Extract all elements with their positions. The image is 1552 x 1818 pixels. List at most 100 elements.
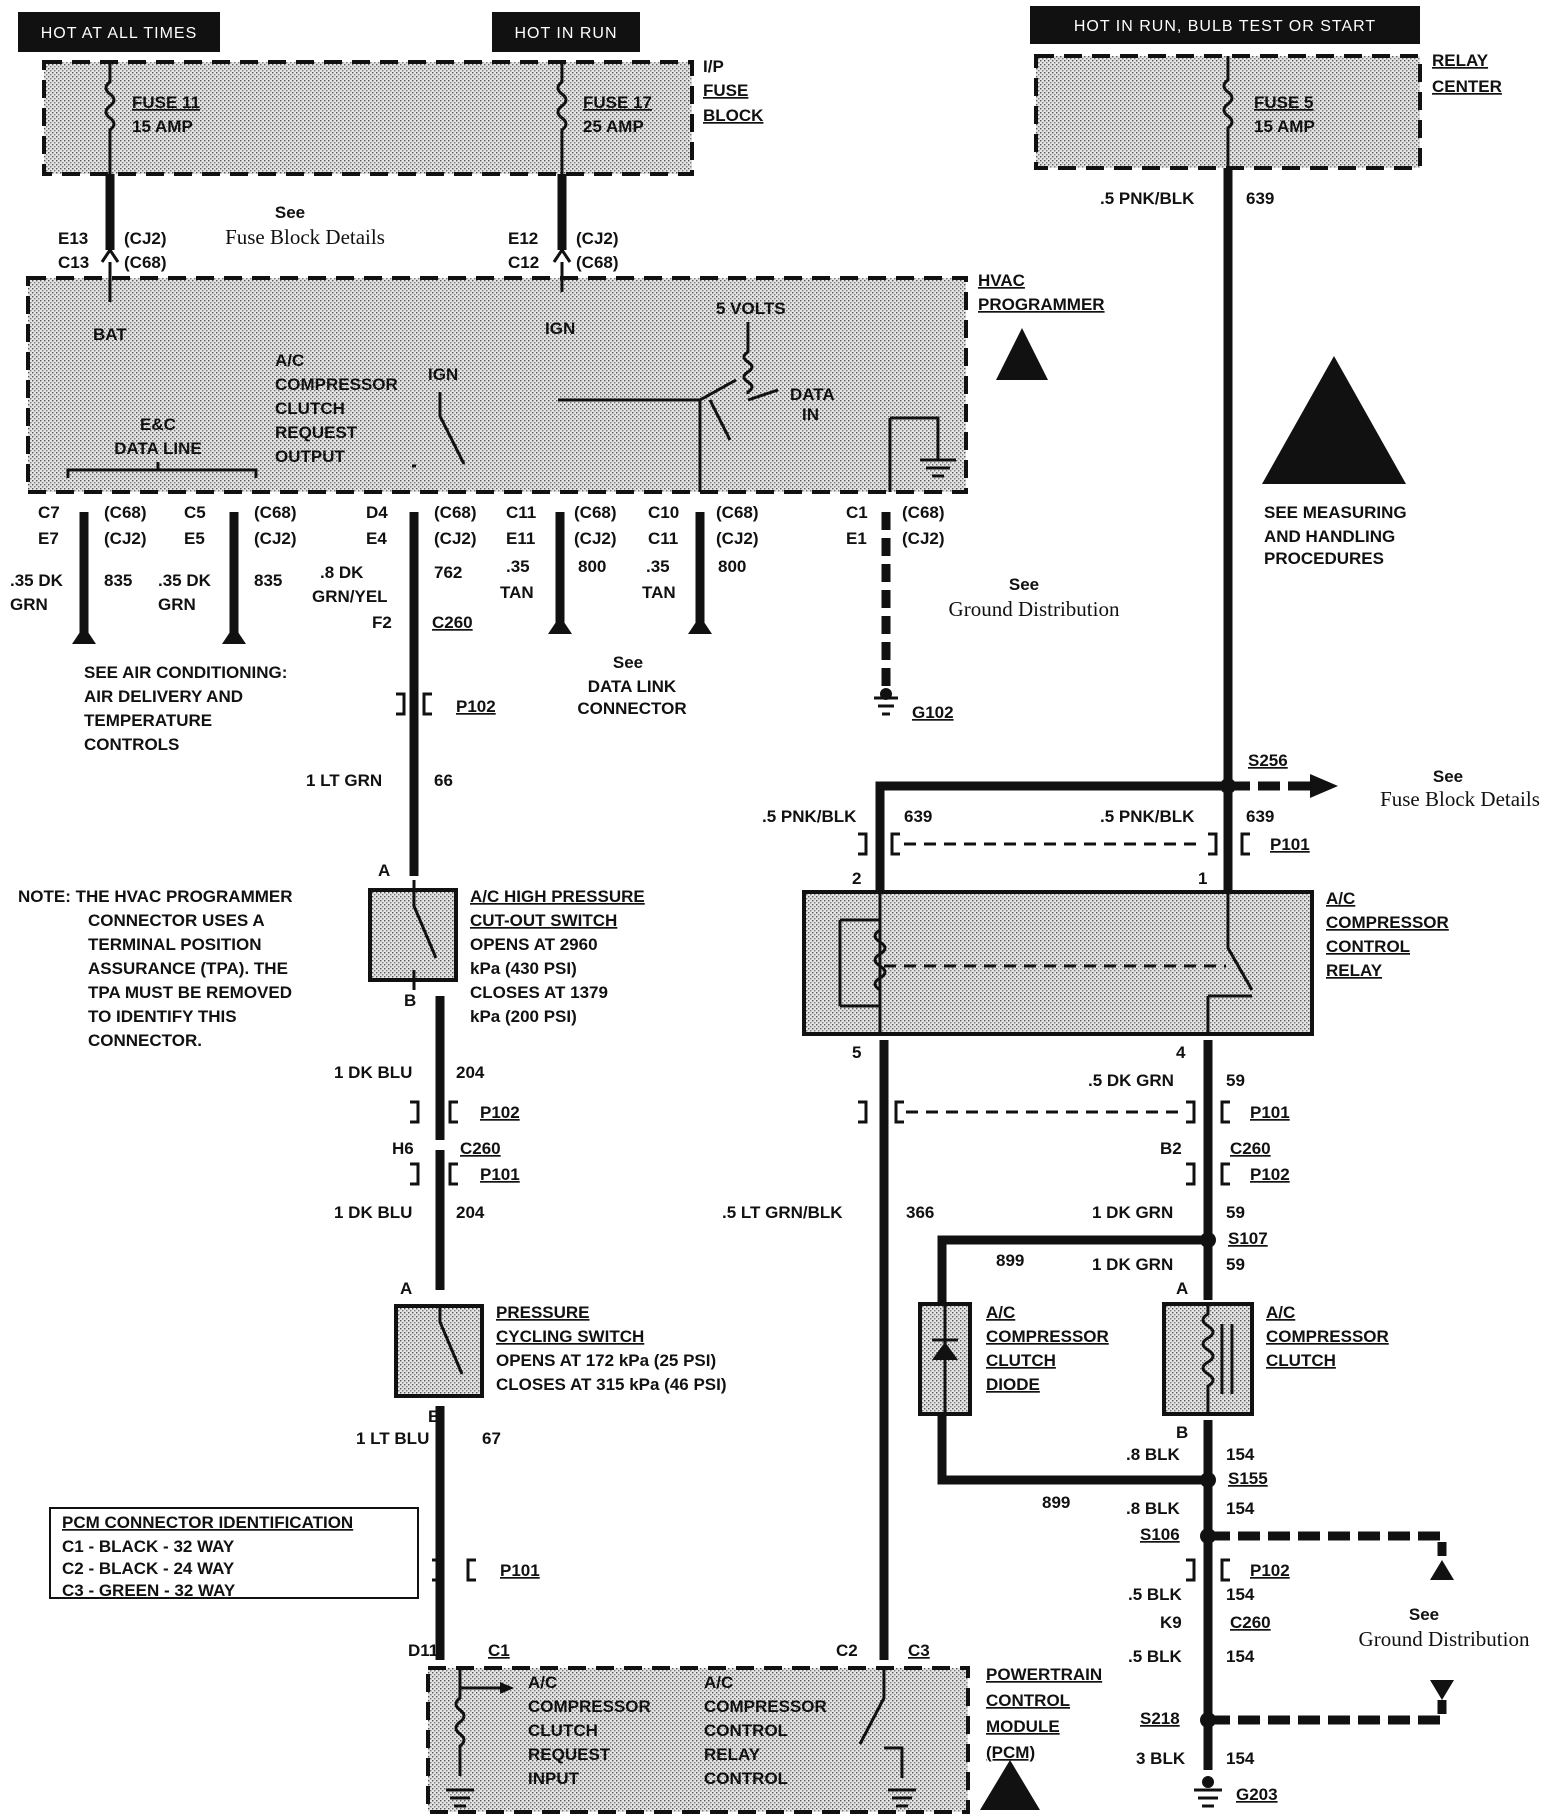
ecc-bracket: [66, 462, 258, 478]
wire-color: .5 DK GRN: [1088, 1071, 1174, 1090]
see-dlc-text: DATA LINK: [588, 677, 677, 696]
relay-center-label: RELAY: [1432, 51, 1489, 70]
hp-switch-label: A/C HIGH PRESSURE: [470, 887, 645, 906]
wire-color: .5 LT GRN/BLK: [722, 1203, 843, 1222]
pcm-id-line: C1 - BLACK - 32 WAY: [62, 1537, 235, 1556]
pcm-in-label: INPUT: [528, 1769, 580, 1788]
wire-number: 154: [1226, 1647, 1255, 1666]
ground-arrow-icon: [1430, 1680, 1454, 1700]
conn-p101-symbol: [410, 1162, 458, 1186]
pcm-input-circuit: [454, 1668, 504, 1776]
relay-label: COMPRESSOR: [1326, 913, 1449, 932]
splice-s155-label: S155: [1228, 1469, 1268, 1488]
wire-color: .8 BLK: [1126, 1499, 1181, 1518]
pin-label: B: [428, 1407, 440, 1426]
splice-s155: [1200, 1472, 1216, 1488]
wire-color: 3 BLK: [1136, 1749, 1186, 1768]
conn-pin: E13: [58, 229, 88, 248]
ecc-label: E&C: [140, 415, 176, 434]
wire-color: 1 LT GRN: [306, 771, 382, 790]
wire-color: .5 PNK/BLK: [1100, 807, 1195, 826]
bat-pin: [100, 249, 120, 302]
clutch-label: COMPRESSOR: [1266, 1327, 1389, 1346]
diode-body: [932, 1306, 958, 1414]
pcs-label: CYCLING SWITCH: [496, 1327, 644, 1346]
conn-pin: C5: [184, 503, 206, 522]
note-text: ASSURANCE (TPA). THE: [88, 959, 288, 978]
fuse-17-name: FUSE 17: [583, 93, 652, 112]
conn-id: (C68): [716, 503, 759, 522]
see-fuse-block-details: Fuse Block Details: [225, 225, 385, 249]
conn-p102: P102: [1250, 1165, 1290, 1184]
wire-number: 67: [482, 1429, 501, 1448]
conn-c260: C260: [1230, 1139, 1271, 1158]
conn-pin: C12: [508, 253, 539, 272]
relay-label: A/C: [1326, 889, 1355, 908]
wire-number: 66: [434, 771, 453, 790]
hp-switch-label: OPENS AT 2960: [470, 935, 598, 954]
pcs-label: PRESSURE: [496, 1303, 590, 1322]
see-ac-text: AIR DELIVERY AND: [84, 687, 243, 706]
conn-id: (C68): [254, 503, 297, 522]
pullup-resistor: [742, 322, 754, 394]
ac-compressor-clutch: [1162, 1302, 1254, 1416]
see-dlc-text: CONNECTOR: [577, 699, 686, 718]
ground-arrow-icon: [1430, 1560, 1454, 1580]
wire-s218-ground: [1208, 1700, 1447, 1725]
conn-pin: F2: [372, 613, 392, 632]
fuse-11-symbol: [104, 62, 116, 174]
conn-pin: C11: [506, 503, 536, 522]
conn-p102: P102: [456, 697, 496, 716]
pcm-out-label: COMPRESSOR: [704, 1697, 827, 1716]
wire-899-top: [937, 1235, 1208, 1306]
wire-color: .5 PNK/BLK: [1100, 189, 1195, 208]
conn-id: (C68): [576, 253, 619, 272]
conn-p101: P101: [480, 1165, 520, 1184]
conn-p101: P101: [1270, 835, 1310, 854]
pcm-out-label: A/C: [704, 1673, 733, 1692]
conn-id: (CJ2): [254, 529, 297, 548]
see-ground-distribution: Ground Distribution: [949, 597, 1120, 621]
conn-p102-symbol: [1186, 1162, 1230, 1186]
conn-pin: H6: [392, 1139, 414, 1158]
pin-label: 1: [1198, 869, 1207, 888]
hvac-ac-label: OUTPUT: [275, 447, 346, 466]
conn-id: (C68): [124, 253, 167, 272]
wire-color: .5 PNK/BLK: [762, 807, 857, 826]
wire-number: 762: [434, 563, 462, 582]
conn-c260: C260: [1230, 1613, 1271, 1632]
relay-center-label: CENTER: [1432, 77, 1502, 96]
note-text: TPA MUST BE REMOVED: [88, 983, 292, 1002]
conn-p101-symbol: [432, 1558, 476, 1582]
splice-s218: [1200, 1712, 1216, 1728]
conn-pin: C2: [836, 1641, 858, 1660]
pcs-label: OPENS AT 172 kPa (25 PSI): [496, 1351, 716, 1370]
fuse-17-rating: 25 AMP: [583, 117, 644, 136]
hvac-ac-label: A/C: [275, 351, 304, 370]
conn-id: (C68): [574, 503, 617, 522]
wire-color: .8 DK: [320, 563, 364, 582]
ip-fuse-block: [42, 60, 694, 176]
conn-p101: P101: [500, 1561, 540, 1580]
hvac-ac-label: REQUEST: [275, 423, 358, 442]
conn-id: C1: [488, 1641, 510, 1660]
fuse-11-rating: 15 AMP: [132, 117, 193, 136]
conn-pin: K9: [1160, 1613, 1182, 1632]
see-fuse-block-details: Fuse Block Details: [1380, 787, 1540, 811]
conn-c260: C260: [460, 1139, 501, 1158]
conn-id: (CJ2): [124, 229, 167, 248]
conn-p101-symbol: [1186, 1100, 1230, 1124]
conn-pin: E12: [508, 229, 538, 248]
pcm-in-label: REQUEST: [528, 1745, 611, 1764]
ecc-label: DATA LINE: [114, 439, 202, 458]
pin-label: B: [1176, 1423, 1188, 1442]
fuse-block-label: BLOCK: [703, 106, 764, 125]
pcm-connector-id-box: [49, 1507, 419, 1599]
splice-s107-label: S107: [1228, 1229, 1268, 1248]
pcm-out-label: CONTROL: [704, 1769, 788, 1788]
conn-p101-symbol: [1208, 832, 1250, 856]
conn-pin: E1: [846, 529, 867, 548]
wire-number: 800: [718, 557, 746, 576]
wire-number: 835: [254, 571, 282, 590]
wire-s106-ground: [1208, 1531, 1447, 1556]
